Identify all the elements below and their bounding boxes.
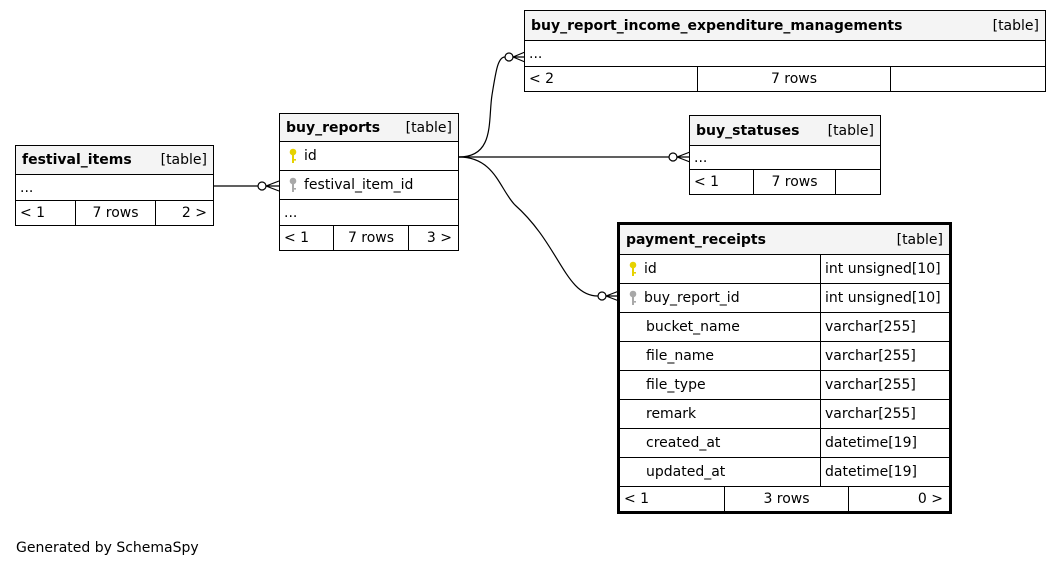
column-type: datetime[19] <box>820 429 949 457</box>
table-kind: [table] <box>827 122 874 139</box>
foreign-key-icon <box>624 290 642 306</box>
parents-count[interactable]: < 1 <box>624 491 650 507</box>
primary-key-icon <box>284 148 302 164</box>
column-row[interactable]: festival_item_id <box>280 171 458 200</box>
table-name: buy_reports <box>286 119 381 136</box>
table-name: buy_statuses <box>696 122 800 139</box>
table-festival-items[interactable]: festival_items [table] ... < 1 7 rows 2 … <box>15 145 214 226</box>
column-type: datetime[19] <box>820 458 949 486</box>
column-row[interactable]: file_name varchar[255] <box>620 342 949 371</box>
connector-circle-icon <box>257 181 267 191</box>
row-count: 7 rows <box>75 201 155 225</box>
column-row[interactable]: file_type varchar[255] <box>620 371 949 400</box>
row-count: 3 rows <box>724 487 848 511</box>
table-kind: [table] <box>992 17 1039 34</box>
column-name: file_type <box>646 377 706 393</box>
column-name: remark <box>646 406 697 422</box>
parents-count[interactable]: < 2 <box>529 71 555 87</box>
table-footer: < 1 7 rows 3 > <box>280 226 458 250</box>
table-payment-receipts[interactable]: payment_receipts [table] id int unsigned[… <box>617 222 952 514</box>
table-footer: < 2 7 rows <box>525 67 1045 91</box>
table-header: festival_items [table] <box>16 146 213 175</box>
table-name: payment_receipts <box>626 231 766 248</box>
connector-buy-reports-payment-receipts <box>458 156 599 297</box>
column-row[interactable]: remark varchar[255] <box>620 400 949 429</box>
table-buy-statuses[interactable]: buy_statuses [table] ... < 1 7 rows <box>689 115 881 195</box>
column-name: id <box>644 261 657 277</box>
column-name: file_name <box>646 348 715 364</box>
column-type: varchar[255] <box>820 342 949 370</box>
generated-by-label: Generated by SchemaSpy <box>16 540 199 556</box>
column-name: id <box>304 148 317 164</box>
table-footer: < 1 3 rows 0 > <box>620 487 949 511</box>
table-footer: < 1 7 rows <box>690 170 880 194</box>
column-row[interactable]: id int unsigned[10] <box>620 255 949 284</box>
more-columns: ... <box>280 200 458 226</box>
crowfoot-icon <box>512 51 526 63</box>
connector-circle-icon <box>668 152 678 162</box>
children-count[interactable] <box>890 67 1045 91</box>
crowfoot-icon <box>265 180 280 192</box>
column-row[interactable]: updated_at datetime[19] <box>620 458 949 487</box>
column-row[interactable]: bucket_name varchar[255] <box>620 313 949 342</box>
row-count: 7 rows <box>753 170 835 194</box>
connector-buy-reports-bri <box>458 56 506 158</box>
column-list: id int unsigned[10] buy_report_id int unsig… <box>620 255 949 487</box>
parents-count[interactable]: < 1 <box>20 205 46 221</box>
more-columns: ... <box>525 41 1045 67</box>
children-count[interactable]: 0 > <box>848 487 949 511</box>
column-name: created_at <box>646 435 721 451</box>
table-buy-report-income-expenditure-managements[interactable]: buy_report_income_expenditure_management… <box>524 10 1046 92</box>
table-buy-reports[interactable]: buy_reports [table] id festival_item_id … <box>279 113 459 251</box>
column-type: varchar[255] <box>820 313 949 341</box>
column-type: varchar[255] <box>820 400 949 428</box>
column-name: bucket_name <box>646 319 740 335</box>
table-footer: < 1 7 rows 2 > <box>16 201 213 225</box>
table-kind: [table] <box>405 119 452 136</box>
connector-circle-icon <box>504 52 514 62</box>
table-header: buy_reports [table] <box>280 114 458 142</box>
parents-count[interactable]: < 1 <box>284 230 310 246</box>
table-name: festival_items <box>22 152 132 168</box>
row-count: 7 rows <box>697 67 890 91</box>
children-count[interactable]: 2 > <box>155 201 213 225</box>
primary-key-icon <box>624 261 642 277</box>
crowfoot-icon <box>676 151 691 163</box>
column-row[interactable]: created_at datetime[19] <box>620 429 949 458</box>
foreign-key-icon <box>284 177 302 193</box>
parents-count[interactable]: < 1 <box>694 174 720 190</box>
connector-circle-icon <box>597 291 607 301</box>
column-name: buy_report_id <box>644 290 740 306</box>
crowfoot-icon <box>605 290 620 302</box>
column-name: updated_at <box>646 464 726 480</box>
column-type: int unsigned[10] <box>820 284 949 312</box>
children-count[interactable]: 3 > <box>408 226 458 250</box>
column-type: varchar[255] <box>820 371 949 399</box>
table-header: buy_statuses [table] <box>690 116 880 146</box>
table-header: payment_receipts [table] <box>620 225 949 255</box>
table-kind: [table] <box>160 152 207 168</box>
table-header: buy_report_income_expenditure_management… <box>525 11 1045 41</box>
column-name: festival_item_id <box>304 177 414 193</box>
table-kind: [table] <box>896 231 943 248</box>
column-row[interactable]: id <box>280 142 458 171</box>
row-count: 7 rows <box>333 226 408 250</box>
more-columns: ... <box>16 175 213 201</box>
column-type: int unsigned[10] <box>820 255 949 283</box>
table-name: buy_report_income_expenditure_management… <box>531 17 903 34</box>
more-columns: ... <box>690 146 880 170</box>
children-count[interactable] <box>835 170 880 194</box>
column-row[interactable]: buy_report_id int unsigned[10] <box>620 284 949 313</box>
